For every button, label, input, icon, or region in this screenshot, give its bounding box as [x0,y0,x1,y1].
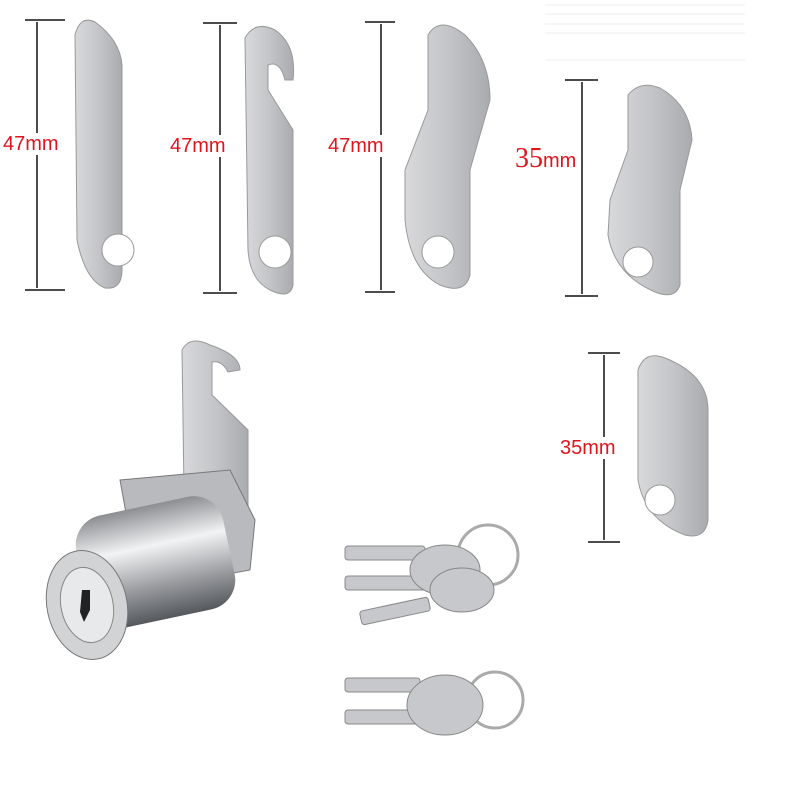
cam-offset-short [607,84,693,296]
dimension-line-2 [203,22,237,294]
cam-straight [74,19,123,289]
dimension-line-4 [565,79,598,297]
dimension-label-cam-offset-short: 35mm [515,145,577,173]
dimension-label-cam-offset: 47mm [328,135,384,157]
dimension-label-cam-short-straight: 35mm [560,437,616,459]
star-hole-icon [622,246,654,278]
key-set-2 [344,670,525,736]
cam-lock [45,340,256,660]
star-hole-icon [101,233,135,267]
star-hole-icon [258,235,292,269]
dimension-line-3 [365,21,395,293]
cam-offset [404,24,491,289]
dimension-line-1 [25,19,65,291]
star-hole-icon [421,235,455,269]
dimension-label-cam-straight: 47mm [3,133,59,155]
star-hole-icon [644,484,676,516]
cam-hook [244,25,295,295]
dimension-label-cam-hook: 47mm [170,135,226,157]
dimension-unit: mm [543,150,577,172]
dimension-value: 35 [515,143,543,174]
key-set-1 [344,523,520,626]
background-lines [545,4,745,61]
